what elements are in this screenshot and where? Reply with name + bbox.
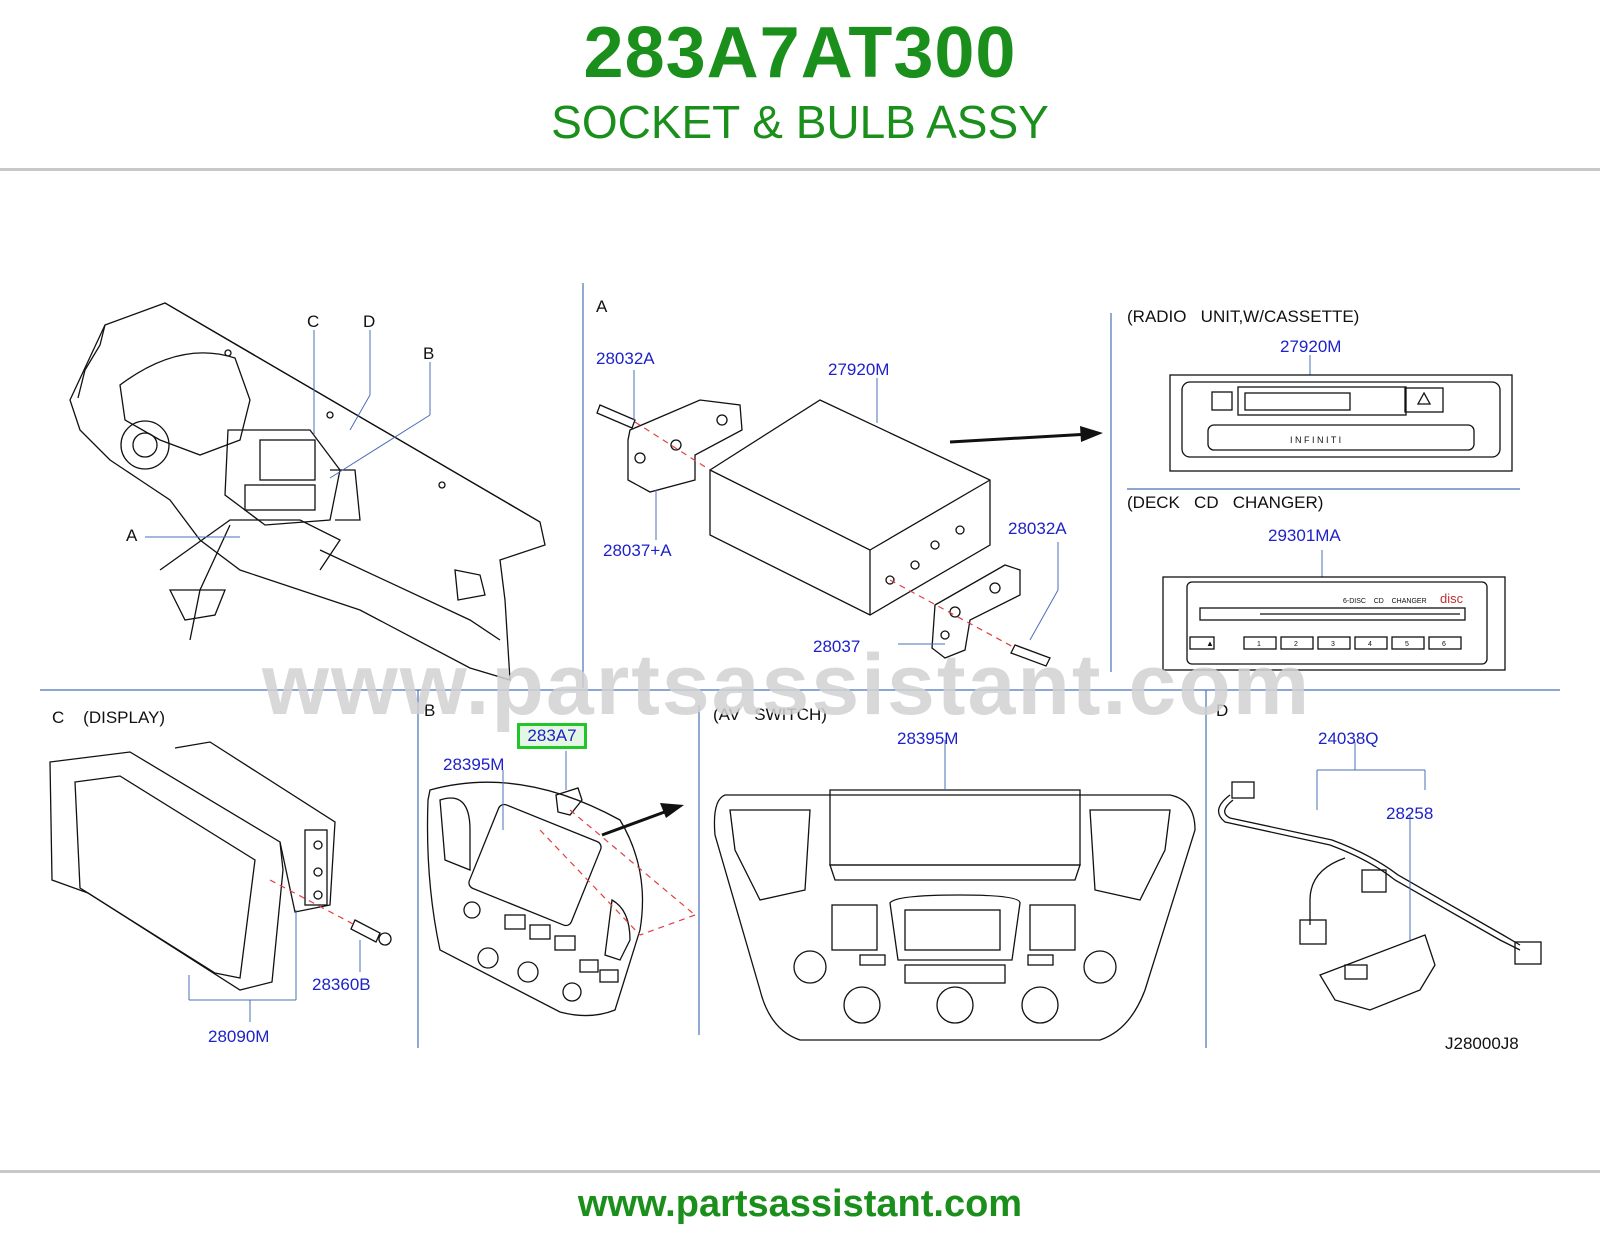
radio-unit-exploded-drawing <box>596 399 1051 667</box>
panel-dividers <box>40 283 1560 1048</box>
callout-center-panel: 28395M <box>443 755 504 774</box>
av-switch-panel-drawing <box>713 789 1196 1041</box>
section-b-leaders <box>502 751 567 830</box>
radio-cassette-heading: (RADIO UNIT,W/CASSETTE) <box>1127 307 1359 326</box>
section-a-leaders <box>633 355 1323 645</box>
overview-label-c: C <box>307 312 319 331</box>
diagram-labels: C D B A A 28032A 27920M 28037+A 28032A 2… <box>52 297 1519 1053</box>
socket-assembly-path <box>539 809 696 936</box>
overview-label-d: D <box>363 312 375 331</box>
cd-button-1: 1 <box>1257 641 1261 648</box>
part-number-title: 283A7AT300 <box>583 13 1017 93</box>
footer-url[interactable]: www.partsassistant.com <box>577 1183 1023 1225</box>
display-drawing <box>49 741 392 991</box>
radio-brand-text: I N F I N I T I <box>1290 435 1341 445</box>
overview-leaders <box>145 330 431 538</box>
callout-harness-bracket: 28258 <box>1386 804 1433 823</box>
arrow-head-icon <box>1080 426 1103 442</box>
callout-av-switch: 28395M <box>897 729 958 748</box>
av-switch-heading: (AV SWITCH) <box>713 705 827 724</box>
cd-button-6: 6 <box>1442 641 1446 648</box>
radio-cassette-faceplate <box>1169 374 1513 472</box>
callout-bolt-top: 28032A <box>596 349 655 368</box>
section-c-leaders <box>188 910 361 1022</box>
cd-button-5: 5 <box>1405 641 1409 648</box>
section-d-label: D <box>1216 701 1228 720</box>
part-name-subtitle: SOCKET & BULB ASSY <box>551 96 1049 148</box>
section-a-label: A <box>596 297 608 316</box>
cd-changer-face-text: 6-DISC CD CHANGER <box>1343 598 1427 605</box>
diagram-code: J28000J8 <box>1445 1034 1519 1053</box>
cd-disc-logo: disc <box>1440 591 1464 606</box>
callout-screw: 28360B <box>312 975 371 994</box>
section-b-label: B <box>424 701 435 720</box>
watermark: www.partsassistant.com <box>262 637 1312 733</box>
callout-radio-cassette: 27920M <box>1280 337 1341 356</box>
dashboard-overview-drawing <box>69 302 546 681</box>
header-divider <box>0 168 1600 171</box>
highlighted-part-number: 283A7 <box>527 726 577 745</box>
callout-bracket-right: 28037 <box>813 637 860 656</box>
cd-button-3: 3 <box>1331 641 1335 648</box>
cd-button-4: 4 <box>1368 641 1372 648</box>
arrow-to-radio-variants <box>949 432 1091 444</box>
cd-changer-faceplate <box>1162 576 1506 671</box>
arrow-to-av-switch <box>601 808 671 837</box>
callout-bolt-right: 28032A <box>1008 519 1067 538</box>
callout-radio-unit: 27920M <box>828 360 889 379</box>
arrow-head-icon <box>660 803 684 818</box>
callout-display: 28090M <box>208 1027 269 1046</box>
cd-button-2: 2 <box>1294 641 1298 648</box>
harness-drawing <box>1218 781 1542 1011</box>
display-assembly-path <box>269 879 356 926</box>
callout-bracket-left: 28037+A <box>603 541 672 560</box>
section-d-leaders <box>1316 742 1426 940</box>
section-c-heading: C (DISPLAY) <box>52 708 165 727</box>
footer-divider <box>0 1170 1600 1173</box>
center-panel-drawing <box>426 781 644 1017</box>
callout-harness: 24038Q <box>1318 729 1379 748</box>
highlighted-part-callout[interactable]: 283A7 <box>517 723 587 749</box>
overview-label-a: A <box>126 526 138 545</box>
radio-assembly-paths <box>634 421 1016 649</box>
overview-label-b: B <box>423 344 434 363</box>
cd-eject-icon: ▲ <box>1206 639 1214 648</box>
cd-changer-heading: (DECK CD CHANGER) <box>1127 493 1323 512</box>
callout-cd-changer: 29301MA <box>1268 526 1341 545</box>
